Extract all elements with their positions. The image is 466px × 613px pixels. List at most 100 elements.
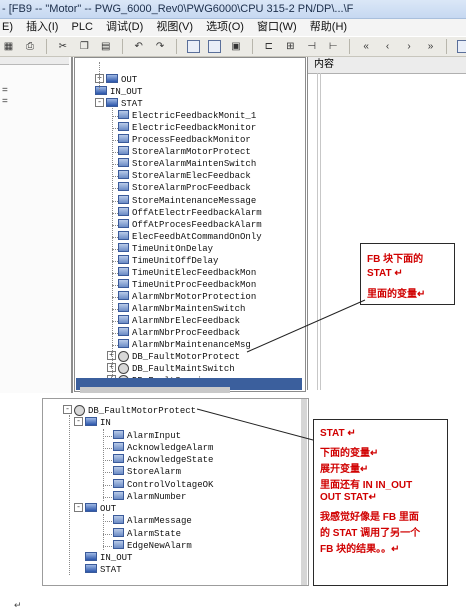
bottom_tree-label: ControlVoltageOK <box>127 480 214 490</box>
variable-icon <box>118 279 129 289</box>
menu-options[interactable]: 选项(O) <box>206 21 244 33</box>
collapse-icon[interactable]: - <box>95 98 104 108</box>
top_tree-row[interactable]: AlarmNbrElecFeedback <box>118 315 240 327</box>
paste-icon[interactable]: ▤ <box>101 41 111 52</box>
bottom_tree-row[interactable]: StoreAlarm <box>113 466 181 478</box>
top_tree-row[interactable]: ElecFeedbAtCommandOnOnly <box>118 231 262 243</box>
top_tree-label: StoreAlarmMaintenSwitch <box>132 159 257 169</box>
left-pane-scrollbar[interactable] <box>0 57 69 65</box>
last-icon[interactable]: » <box>427 41 434 52</box>
top_tree-row[interactable]: +DB_FaultMaintSwitch <box>107 363 235 375</box>
prev-icon[interactable]: ‹ <box>385 41 390 52</box>
copy-icon[interactable]: ❐ <box>79 41 89 52</box>
network-icon[interactable]: ⊏ <box>264 41 274 52</box>
top_tree-row[interactable]: ElectricFeedbackMonit_1 <box>118 110 256 122</box>
top_tree-row[interactable]: ElectricFeedbackMonitor <box>118 122 256 134</box>
bottom_tree-row[interactable]: -DB_FaultMotorProtect <box>63 405 196 417</box>
top_tree-row[interactable]: StoreAlarmProcFeedback <box>118 182 251 194</box>
bottom_tree-row[interactable]: AlarmInput <box>113 430 181 442</box>
menu-insert[interactable]: 插入(I) <box>26 21 59 33</box>
top_tree-row[interactable]: +DB_FaultMotorProtect <box>107 351 240 363</box>
menu-debug[interactable]: 调试(D) <box>105 21 144 33</box>
menu-edit[interactable]: E) <box>2 21 13 33</box>
undo-icon[interactable]: ↶ <box>134 41 143 52</box>
top_tree-row[interactable]: TimeUnitOnDelay <box>118 243 213 255</box>
bottom_tree-row[interactable]: AlarmState <box>113 528 181 540</box>
tree-connector <box>112 273 118 274</box>
variable-icon <box>118 122 129 132</box>
insert-network-icon[interactable]: ⊞ <box>286 41 295 52</box>
bottom_tree-row[interactable]: AlarmMessage <box>113 515 192 527</box>
download-icon[interactable] <box>186 40 200 53</box>
collapse-icon[interactable]: - <box>63 405 72 415</box>
menu-view[interactable]: 视图(V) <box>156 21 193 33</box>
collapse-icon[interactable]: - <box>74 503 83 513</box>
expand-icon[interactable]: + <box>107 351 116 361</box>
top_tree-row[interactable]: IN_OUT <box>95 86 142 98</box>
declaration-icon <box>85 503 97 513</box>
column-divider <box>320 73 321 390</box>
top_tree-row[interactable]: ProcessFeedbackMonitor <box>118 134 251 146</box>
monitor-icon[interactable]: ▣ <box>231 41 241 52</box>
first-icon[interactable]: « <box>363 41 369 52</box>
bottom_tree-row[interactable]: ControlVoltageOK <box>113 479 213 491</box>
variable-icon <box>118 291 129 301</box>
top_tree-row[interactable]: AlarmNbrMaintenSwitch <box>118 303 245 315</box>
tree-connector <box>103 448 112 449</box>
variable-icon <box>118 195 129 205</box>
horizontal-scrollbar[interactable] <box>80 387 230 393</box>
details-header[interactable]: 内容 <box>308 57 466 74</box>
menu-plc[interactable]: PLC <box>71 21 93 33</box>
bottom_tree-row[interactable]: -IN <box>74 417 111 429</box>
top_tree-row[interactable]: AlarmNbrMotorProtection <box>118 291 256 303</box>
top_tree-row[interactable]: OffAtElectrFeedbackAlarm <box>118 207 262 219</box>
top_tree-row[interactable]: OffAtProcesFeedbackAlarm <box>118 219 262 231</box>
top_tree-row[interactable]: AlarmNbrProcFeedback <box>118 327 240 339</box>
menu-window[interactable]: 窗口(W) <box>257 21 297 33</box>
tree-connector <box>103 514 104 550</box>
next-icon[interactable]: › <box>407 41 411 52</box>
bottom_tree-row[interactable]: AcknowledgeAlarm <box>113 442 213 454</box>
bottom_tree-row[interactable]: EdgeNewAlarm <box>113 540 192 552</box>
bottom_tree-row[interactable]: IN_OUT <box>85 552 132 564</box>
top_tree-row[interactable]: StoreMaintenanceMessage <box>118 195 256 207</box>
cut-icon[interactable]: ✂ <box>58 41 68 52</box>
tree-connector <box>103 472 112 473</box>
variable-icon <box>113 442 124 452</box>
callout-stat-variables: FB 块下面的 STAT ↵ 里面的变量↵ <box>360 243 455 305</box>
bottom_tree-row[interactable]: AlarmNumber <box>113 491 186 503</box>
tree-connector <box>112 108 113 385</box>
top_tree-label: STAT <box>121 99 143 109</box>
expand-icon[interactable]: + <box>107 363 116 373</box>
top_tree-row[interactable]: - STAT <box>95 98 143 110</box>
menu-help[interactable]: 帮助(H) <box>309 21 348 33</box>
callout-explanation: STAT ↵ 下面的变量↵ 展开变量↵ 里面还有 IN IN_OUT OUT S… <box>313 419 448 586</box>
vertical-scrollbar[interactable] <box>301 399 307 585</box>
overview-icon[interactable] <box>456 40 466 53</box>
bottom_tree-label: AlarmState <box>127 529 182 539</box>
print-icon[interactable]: ⎙ <box>25 41 34 52</box>
bottom_tree-row[interactable]: STAT <box>85 564 122 576</box>
save-icon[interactable]: ▦ <box>3 41 14 52</box>
bottom_tree-row[interactable]: -OUT <box>74 503 116 515</box>
top_tree-label: AlarmNbrMotorProtection <box>132 292 257 302</box>
bottom_tree-row[interactable]: AcknowledgeState <box>113 454 213 466</box>
bottom_tree-label: IN_OUT <box>100 553 133 563</box>
collapse-icon[interactable]: - <box>74 417 83 427</box>
variable-icon <box>113 528 124 538</box>
upload-icon[interactable] <box>207 40 221 53</box>
bottom_tree-label: AlarmMessage <box>127 516 192 526</box>
redo-icon[interactable]: ↷ <box>155 41 165 52</box>
top_tree-label: ElectricFeedbackMonit_1 <box>132 111 257 121</box>
top_tree-row[interactable]: StoreAlarmElecFeedback <box>118 170 251 182</box>
top_tree-label: TimeUnitOffDelay <box>132 256 219 266</box>
top_tree-row[interactable]: +OUT <box>95 74 137 86</box>
top_tree-row[interactable]: AlarmNbrMaintenanceMsg <box>118 339 251 351</box>
top_tree-row[interactable]: TimeUnitOffDelay <box>118 255 218 267</box>
top_tree-row[interactable]: TimeUnitProcFeedbackMon <box>118 279 256 291</box>
contact-icon[interactable]: ⊣ <box>307 41 317 52</box>
top_tree-row[interactable]: TimeUnitElecFeedbackMon <box>118 267 256 279</box>
top_tree-row[interactable]: StoreAlarmMotorProtect <box>118 146 251 158</box>
top_tree-row[interactable]: StoreAlarmMaintenSwitch <box>118 158 256 170</box>
coil-icon[interactable]: ⊢ <box>328 41 338 52</box>
